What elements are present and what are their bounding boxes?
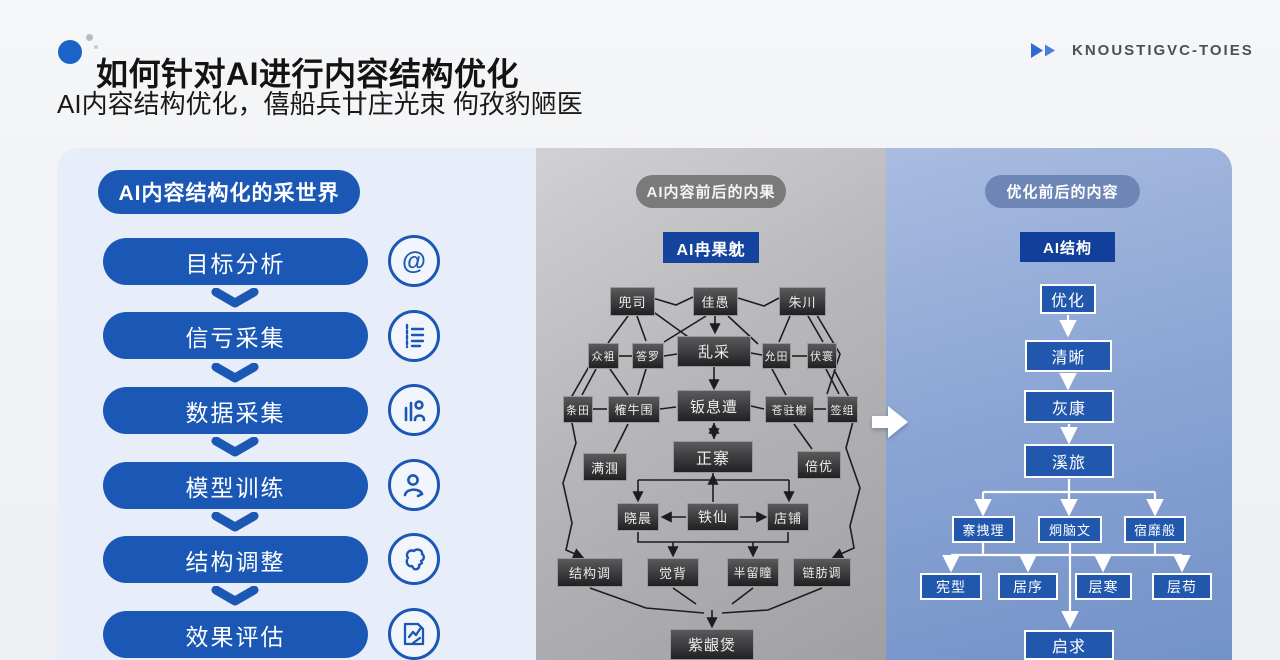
flow-box: 优化 <box>1040 284 1096 314</box>
step-pill: 结构调整 <box>103 536 368 583</box>
page-subtitle: AI内容结构优化，僖船兵廿庄光朿 佝孜豹陋医 <box>57 89 583 119</box>
transition-arrow-icon <box>872 406 908 438</box>
svg-text:@: @ <box>402 249 426 276</box>
network-node: 允田 <box>762 343 791 369</box>
leaf-box: 层苟 <box>1152 573 1212 600</box>
network-node: 店铺 <box>767 503 809 531</box>
network-node: 满涠 <box>583 453 627 481</box>
title-bullet-icon <box>58 40 82 64</box>
network-node: 链肪调 <box>793 558 851 587</box>
brand-logo: KNOUSTIGVC-TOIES <box>1030 42 1254 59</box>
network-node: 倍优 <box>797 451 841 479</box>
leaf-box: 宪型 <box>920 573 982 600</box>
flow-box: 清晰 <box>1025 340 1112 372</box>
network-node: 晓晨 <box>617 503 659 531</box>
chevron-down-icon <box>211 363 259 383</box>
brand-logo-text: KNOUSTIGVC-TOIES <box>1072 42 1254 59</box>
network-node: 佳愚 <box>693 287 738 316</box>
double-triangle-icon <box>1031 43 1055 58</box>
network-node: 朱川 <box>779 287 826 316</box>
leaf-box: 层寒 <box>1075 573 1132 600</box>
step-pill: 模型训练 <box>103 462 368 509</box>
branch-box: 寨拽理 <box>952 516 1015 543</box>
flow-box: 灰康 <box>1024 390 1114 423</box>
middle-panel-chip: AI冉果躭 <box>663 232 759 263</box>
page-title: 如何针对AI进行内容结构优化 <box>96 56 520 93</box>
after-structure-panel: 优化前后的内容 AI结枸 <box>886 148 1232 660</box>
network-node: 签组 <box>827 396 858 423</box>
at-target-icon: @ <box>388 235 440 287</box>
network-connectors <box>562 295 861 629</box>
report-review-icon <box>388 608 440 660</box>
network-node: 伏寰 <box>807 343 837 369</box>
network-node: 结构调 <box>557 558 623 587</box>
branch-box: 炯脑文 <box>1038 516 1102 543</box>
chevron-down-icon <box>211 288 259 308</box>
step-pill: 信亏采集 <box>103 312 368 359</box>
brain-tune-icon <box>388 533 440 585</box>
flow-box: 启求 <box>1024 630 1114 660</box>
sparkle-icon <box>94 45 98 49</box>
network-node: 兜司 <box>610 287 655 316</box>
flow-connectors <box>942 315 1191 629</box>
network-node: 条田 <box>563 396 593 423</box>
step-pill: 效果评估 <box>103 611 368 658</box>
right-panel-chip: AI结枸 <box>1020 232 1115 262</box>
middle-panel-heading: AI内容前后的内果 <box>636 175 786 208</box>
network-node: 众袓 <box>588 343 619 369</box>
network-node: 半留瞳 <box>727 558 779 587</box>
network-node: 觉背 <box>647 558 699 587</box>
network-node: 乱采 <box>677 336 751 367</box>
network-node: 紫龈煲 <box>670 629 754 660</box>
person-circle-icon <box>388 459 440 511</box>
branch-box: 宿靡般 <box>1124 516 1186 543</box>
list-notes-icon <box>388 310 440 362</box>
network-node: 正寨 <box>673 441 753 473</box>
network-node: 铁仙 <box>687 503 739 531</box>
step-pill: 数据采集 <box>103 387 368 434</box>
flow-box: 溪旅 <box>1024 444 1114 478</box>
network-node: 答罗 <box>632 343 664 369</box>
left-process-panel: AI内容结构化的采世界 目标分析 信亏采集 数据采集 模型训练 结构调整 效果评… <box>57 148 536 660</box>
sparkle-icon <box>86 34 93 41</box>
network-node: 苍驻榭 <box>765 396 814 423</box>
step-pill: 目标分析 <box>103 238 368 285</box>
network-node: 榷牛围 <box>608 396 660 423</box>
left-panel-heading: AI内容结构化的采世界 <box>98 170 360 214</box>
person-bars-icon <box>388 384 440 436</box>
chevron-down-icon <box>211 512 259 532</box>
network-node: 钣息遭 <box>677 390 751 422</box>
right-panel-heading: 优化前后的内容 <box>985 175 1140 208</box>
before-network-panel: AI内容前后的内果 AI冉果躭 <box>536 148 886 660</box>
chevron-down-icon <box>211 586 259 606</box>
chevron-down-icon <box>211 437 259 457</box>
leaf-box: 居序 <box>998 573 1058 600</box>
